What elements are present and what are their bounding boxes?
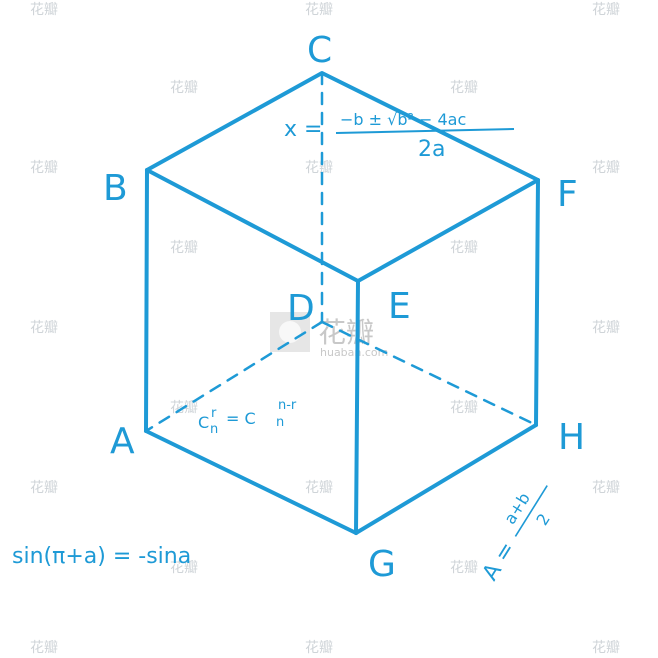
watermark-text: 花瓣 [305,640,333,656]
watermark-text: 花瓣 [305,480,333,496]
average-formula: A = a+b 2 [478,485,554,586]
watermark-text: 花瓣 [305,2,333,18]
watermark-text: 花瓣 [30,480,58,496]
edge-f-h [534,178,540,427]
quadratic-lhs: x = [284,117,322,142]
watermark-text: 花瓣 [592,320,620,336]
edge-e-g [354,279,360,535]
combination-right-sub: n [276,415,284,430]
sine-identity: sin(π+a) = -sina [12,544,191,569]
edge-b-a [144,168,149,433]
average-numerator: a+b [500,489,534,527]
watermark-text: 花瓣 [305,160,333,176]
watermark-text: 花瓣 [592,160,620,176]
watermark-text: 花瓣 [30,160,58,176]
watermark-site-text: huaban.com [320,346,388,359]
vertex-h-label: H [558,417,585,458]
watermark-text: 花瓣 [30,640,58,656]
combination-left-sup: r [211,406,217,421]
watermark-text: 花瓣 [450,560,478,576]
edge-a-g [144,429,358,535]
vertex-f-label: F [557,174,578,215]
watermark-text: 花瓣 [30,2,58,18]
watermark-text: 花瓣 [170,240,198,256]
vertex-b-label: B [103,168,128,209]
average-lhs: A = [478,538,521,586]
vertex-d-label: D [287,288,315,329]
edge-d-a [144,320,324,433]
average-denominator: 2 [532,510,554,529]
combination-left-c: C [198,413,209,432]
cube-top-face [145,71,540,283]
watermark-text: 花瓣 [450,80,478,96]
average-fraction-bar [514,485,548,537]
watermark-text: 花瓣 [450,400,478,416]
combination-right-sup: n-r [278,398,297,413]
watermark-text: 花瓣 [592,480,620,496]
watermark-text: 花瓣 [170,80,198,96]
vertex-g-label: G [368,544,396,585]
sine-identity-text: sin(π+a) = -sina [12,544,191,569]
watermark-tiles: 花瓣 花瓣 花瓣 花瓣 花瓣 花瓣 花瓣 花瓣 花瓣 花瓣 花瓣 花瓣 花瓣 花… [30,2,620,656]
quadratic-denominator: 2a [418,137,445,162]
cube-solid-edges [144,71,540,535]
combination-left-sub: n [210,422,218,437]
vertex-c-label: C [307,30,332,71]
edge-g-h [354,423,538,535]
combination-rhs: = C [226,409,256,428]
cube-hidden-edges [144,71,538,433]
vertex-e-label: E [388,286,411,327]
quadratic-fraction-bar [335,128,515,134]
watermark-text: 花瓣 [170,560,198,576]
quadratic-numerator: −b ± √b² − 4ac [340,110,466,129]
vertex-a-label: A [110,421,135,462]
edge-d-h [320,320,538,427]
watermark-text: 花瓣 [450,240,478,256]
watermark-text: 花瓣 [592,2,620,18]
quadratic-formula: x = −b ± √b² − 4ac 2a [284,110,515,162]
watermark-text: 花瓣 [30,320,58,336]
combination-formula: C r n = C n-r n [198,398,297,437]
center-watermark: 花瓣 huaban.com [270,312,388,359]
vertex-labels: C B F D E A H G [103,30,585,585]
watermark-text: 花瓣 [592,640,620,656]
